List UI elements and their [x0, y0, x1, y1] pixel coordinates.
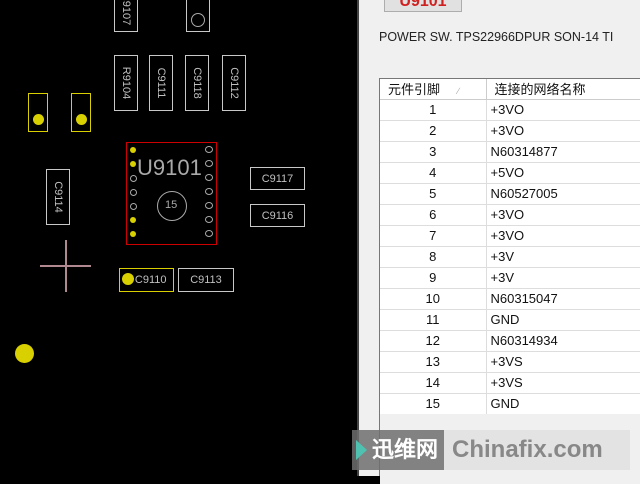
- table-row[interactable]: 1+3VO: [380, 99, 640, 121]
- component-yellow-1[interactable]: [28, 93, 48, 132]
- component-yellow-2[interactable]: [71, 93, 91, 132]
- table-row[interactable]: 4+5VO: [380, 162, 640, 184]
- table-row[interactable]: 13+3VS: [380, 351, 640, 373]
- net-cell: +5VO: [486, 162, 640, 184]
- net-cell: N60315047: [486, 288, 640, 310]
- component-label: C9112: [228, 67, 240, 99]
- header-net[interactable]: 连接的网络名称: [486, 79, 640, 100]
- table-row[interactable]: 2+3VO: [380, 120, 640, 142]
- pin-cell: 1: [380, 99, 487, 121]
- pin-cell: 2: [380, 120, 487, 142]
- component-label: C9117: [261, 172, 294, 185]
- net-cell: +3VS: [486, 351, 640, 373]
- pin-cell: 13: [380, 351, 487, 373]
- table-row[interactable]: 7+3VO: [380, 225, 640, 247]
- pin-cell: 6: [380, 204, 487, 226]
- component-c9113[interactable]: C9113: [178, 268, 234, 292]
- pin-cell: 3: [380, 141, 487, 163]
- component-label: C9111: [155, 67, 167, 99]
- component-c9116[interactable]: C9116: [250, 204, 305, 227]
- ic-label: U9101: [137, 155, 202, 180]
- header-pin[interactable]: 元件引脚 ∕: [380, 79, 487, 100]
- component-c9107[interactable]: C9107: [114, 0, 138, 32]
- pin-cell: 7: [380, 225, 487, 247]
- net-cell: GND: [486, 309, 640, 331]
- component-label: C9113: [190, 274, 222, 286]
- component-label: C9114: [52, 181, 64, 213]
- properties-panel: U9101 POWER SW. TPS22966DPUR SON-14 TI 元…: [357, 0, 640, 484]
- pin-cell: 14: [380, 372, 487, 394]
- component-c9117[interactable]: C9117: [250, 167, 305, 190]
- net-cell: +3V: [486, 246, 640, 268]
- component-c9114[interactable]: C9114: [46, 169, 70, 225]
- net-cell: +3VO: [486, 204, 640, 226]
- net-cell: +3VO: [486, 225, 640, 247]
- ic-center-label: 15: [165, 199, 178, 211]
- watermark-arrow-icon: [356, 440, 367, 460]
- component-label: C9116: [261, 209, 294, 222]
- via-yellow[interactable]: [15, 344, 34, 363]
- pin-cell: 5: [380, 183, 487, 205]
- pin-cell: 12: [380, 330, 487, 352]
- net-cell: N60527005: [486, 183, 640, 205]
- net-cell: +3VS: [486, 372, 640, 394]
- component-c9110[interactable]: C9110: [119, 268, 174, 292]
- component-label: C9107: [120, 0, 132, 26]
- net-cell: N60314877: [486, 141, 640, 163]
- pin-cell: 15: [380, 393, 487, 415]
- net-cell: +3V: [486, 267, 640, 289]
- table-row[interactable]: 9+3V: [380, 267, 640, 289]
- watermark: 迅维网 Chinafix.com: [352, 430, 630, 470]
- pin-cell: 9: [380, 267, 487, 289]
- table-row[interactable]: 14+3VS: [380, 372, 640, 394]
- pin-cell: 10: [380, 288, 487, 310]
- component-label: C9118: [191, 67, 203, 99]
- net-cell: +3VO: [486, 120, 640, 142]
- net-cell: +3VO: [486, 99, 640, 121]
- component-c9112[interactable]: C9112: [222, 55, 246, 111]
- component-u9101[interactable]: U9101 15: [126, 142, 217, 245]
- table-row[interactable]: 8+3V: [380, 246, 640, 268]
- component-top-right[interactable]: [186, 0, 210, 32]
- crosshair-v: [65, 240, 67, 292]
- pin-cell: 4: [380, 162, 487, 184]
- component-c9111[interactable]: C9111: [149, 55, 173, 111]
- component-r9104[interactable]: R9104: [114, 55, 138, 111]
- component-label: R9104: [120, 66, 132, 100]
- component-label: C9110: [134, 274, 167, 286]
- component-c9118[interactable]: C9118: [185, 55, 209, 111]
- ref-button[interactable]: U9101: [384, 0, 462, 12]
- table-row[interactable]: 6+3VO: [380, 204, 640, 226]
- part-description: POWER SW. TPS22966DPUR SON-14 TI: [379, 30, 614, 44]
- pin-cell: 11: [380, 309, 487, 331]
- pcb-view[interactable]: C9107 R9104 C9111 C9118 C9112 C9114 U910…: [0, 0, 357, 476]
- net-cell: GND: [486, 393, 640, 415]
- net-cell: N60314934: [486, 330, 640, 352]
- sort-icon: ∕: [457, 86, 460, 97]
- pin-cell: 8: [380, 246, 487, 268]
